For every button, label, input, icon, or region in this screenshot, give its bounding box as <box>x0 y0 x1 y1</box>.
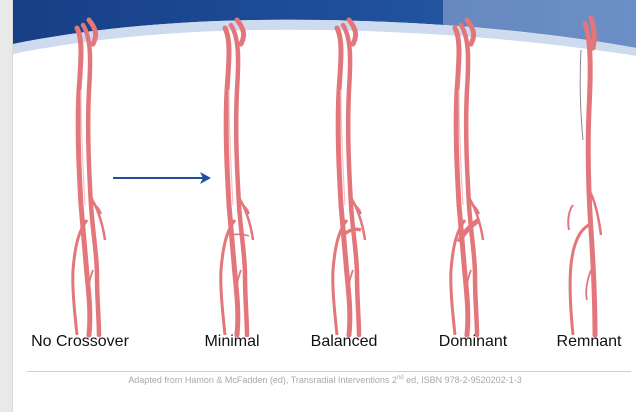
label-dominant: Dominant <box>439 333 507 351</box>
artery-remnant <box>568 18 601 335</box>
label-remnant: Remnant <box>557 333 622 351</box>
label-balanced: Balanced <box>311 333 378 351</box>
artery-no-crossover <box>73 20 105 335</box>
artery-balanced <box>333 20 365 335</box>
source-credit: Adapted from Hamon & McFadden (ed), Tran… <box>13 375 636 385</box>
label-minimal: Minimal <box>204 333 259 351</box>
credit-superscript: nd <box>397 375 404 381</box>
divider <box>27 371 631 372</box>
right-arrow-icon <box>113 172 211 184</box>
slide: No Crossover Minimal Balanced Dominant R… <box>12 0 636 412</box>
artery-minimal <box>221 20 253 335</box>
credit-text-tail: ed, ISBN 978-2-9520202-1-3 <box>404 375 522 385</box>
artery-dominant <box>451 20 483 335</box>
label-no-crossover: No Crossover <box>31 333 129 351</box>
credit-text: Adapted from Hamon & McFadden (ed), Tran… <box>128 375 397 385</box>
forearm-artery-illustration <box>13 0 636 340</box>
